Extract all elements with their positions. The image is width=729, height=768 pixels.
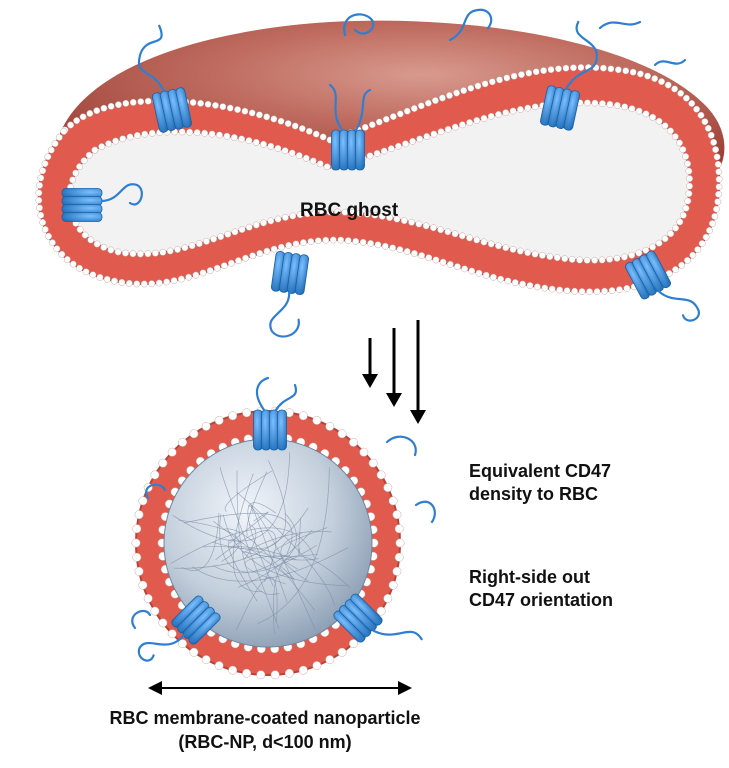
cd47-protein-icon [540,20,599,131]
protein-tail [131,609,152,630]
cd47-protein-icon [253,376,298,451]
protein-tail [145,483,167,500]
cd47-protein-icon [333,593,423,643]
density-note-line-2: density to RBC [469,484,599,504]
size-arrow [148,681,412,695]
arrow-icon [398,681,412,695]
cd47-protein-icon [625,250,700,322]
protein-tail [343,13,375,37]
density-note-line-1: Equivalent CD47 [469,461,612,481]
nanoparticle-proteins [131,376,436,662]
protein-tail [414,500,436,524]
protein-tail [385,435,417,457]
arrow-icon [410,410,426,424]
cd47-protein-icon [137,595,221,662]
orientation-note-line-2: CD47 orientation [469,590,614,610]
orientation-note: Right-side out CD47 orientation [469,566,613,612]
caption-line-1: RBC membrane-coated nanoparticle [109,708,421,728]
caption-line-2: (RBC-NP, d<100 nm) [178,732,352,752]
cd47-protein-icon [269,251,310,338]
ghost-proteins [61,8,700,338]
cd47-protein-icon [328,83,372,171]
rbc-ghost-label: RBC ghost [300,200,399,221]
cd47-protein-icon [137,24,192,133]
protein-tail [598,20,642,30]
polymer-fibers [170,452,351,634]
cd47-protein-icon [61,183,143,222]
arrow-icon [148,681,162,695]
protein-tail [448,8,493,42]
arrow-icon [386,393,402,407]
nanoparticle-caption: RBC membrane-coated nanoparticle (RBC-NP… [0,706,530,754]
transition-arrows [362,320,426,424]
lipid-bilayer-icon [35,64,723,296]
orientation-note-line-1: Right-side out [469,567,590,587]
protein-tail [653,58,687,67]
arrow-icon [362,374,378,388]
density-note: Equivalent CD47 density to RBC [469,460,611,506]
